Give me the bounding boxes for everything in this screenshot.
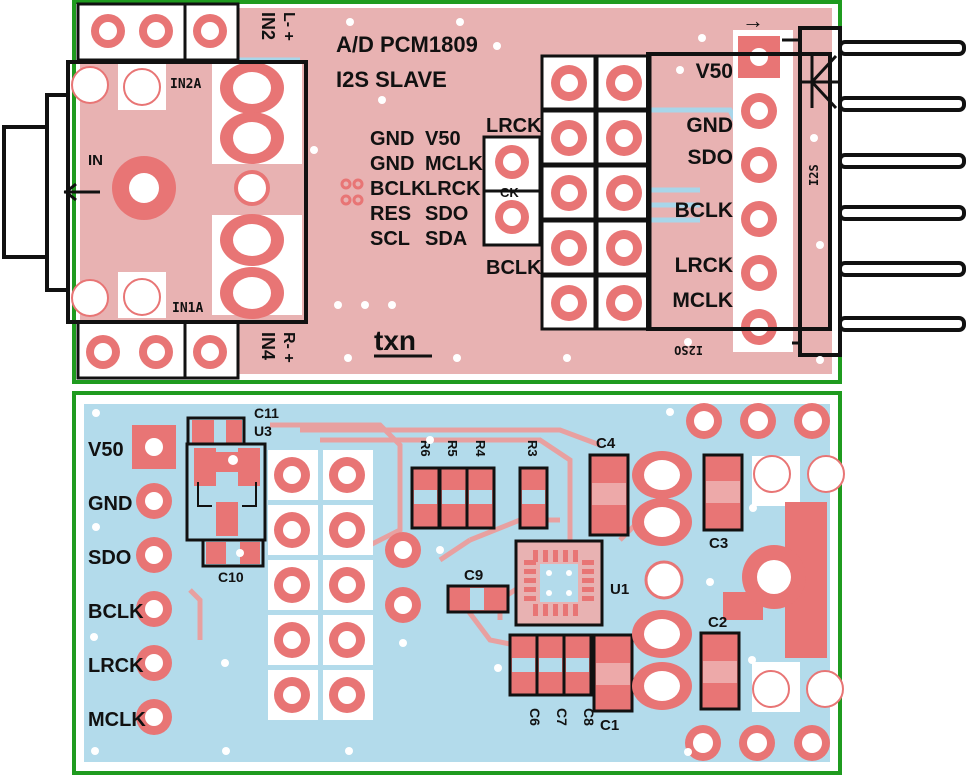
pin-map-right-label: LRCK xyxy=(425,178,481,200)
pin-map-right-label: SDO xyxy=(425,203,468,225)
i2s-pin-label: SDO xyxy=(687,146,733,169)
in1a-label: IN1A xyxy=(172,301,203,316)
board-subtitle: I2S SLAVE xyxy=(336,67,447,92)
c4-capacitor xyxy=(588,453,630,537)
resistors xyxy=(410,466,549,530)
c7-label: C7 xyxy=(554,708,570,726)
bottom-pin-label: SDO xyxy=(88,547,131,569)
c2-label: C2 xyxy=(708,614,727,631)
pad xyxy=(123,68,161,106)
i2s-pin-label: V50 xyxy=(696,60,733,83)
txn-logo: txn xyxy=(374,325,416,356)
header-pins xyxy=(838,40,966,332)
polarity-top-label: L- + xyxy=(280,12,297,41)
u1-label: U1 xyxy=(610,581,629,598)
c3-capacitor xyxy=(702,453,744,532)
connector-ref: I2SO xyxy=(674,343,703,357)
terminal-block-in4 xyxy=(76,320,240,380)
jack-label: IN xyxy=(88,152,103,169)
c11-label: C11 xyxy=(254,405,279,421)
ck-header-top-label: LRCK xyxy=(486,115,542,137)
pad xyxy=(234,170,270,206)
pad xyxy=(71,66,109,104)
pin-map-right-label: V50 xyxy=(425,128,461,150)
bottom-pin-label: MCLK xyxy=(88,709,146,731)
board-title: A/D PCM1809 xyxy=(336,32,478,57)
i2s-pin-label: GND xyxy=(686,114,733,137)
header-pin xyxy=(838,153,966,169)
r6-label: R6 xyxy=(418,440,433,457)
bottom-pin-label: LRCK xyxy=(88,655,144,677)
ck-header xyxy=(482,135,542,247)
header-pin xyxy=(838,96,966,112)
header-pin xyxy=(838,205,966,221)
i2s-connector xyxy=(646,26,966,357)
bottom-pad-grid xyxy=(268,450,421,720)
capacitors-c6-c8 xyxy=(508,633,593,697)
bottom-pin-header xyxy=(132,425,176,735)
in4-label: IN4 xyxy=(258,332,278,360)
test-points xyxy=(340,178,364,206)
c8-label: C8 xyxy=(581,708,597,726)
right-pads xyxy=(632,403,845,761)
vias-bottom xyxy=(90,408,757,756)
bottom-pin-label: V50 xyxy=(88,439,124,461)
c9-label: C9 xyxy=(464,567,483,584)
pad xyxy=(123,278,161,316)
pin-map-right-label: MCLK xyxy=(425,153,483,175)
c3-label: C3 xyxy=(709,535,728,552)
c1-capacitor xyxy=(592,633,634,713)
c1-label: C1 xyxy=(600,717,619,734)
terminal-block-in2 xyxy=(76,2,240,62)
jumper-header-grid xyxy=(540,54,652,331)
pin-map-left-label: GND xyxy=(370,128,414,150)
pin-map-left-label: GND xyxy=(370,153,414,175)
in2a-label: IN2A xyxy=(170,77,201,92)
u3-label: U3 xyxy=(254,423,272,439)
pin1-arrow: → xyxy=(742,8,764,33)
pin-map-left-label: BCLK xyxy=(370,178,426,200)
c9-capacitor xyxy=(446,584,510,614)
top-board: IN2 L- + IN4 R- + xyxy=(2,0,966,384)
c4-label: C4 xyxy=(596,435,616,452)
i2s-pin-label: LRCK xyxy=(675,254,733,277)
u1-adc-chip xyxy=(514,539,604,627)
ck-header-mid-label: CK xyxy=(500,185,519,200)
pin-map-left-label: SCL xyxy=(370,228,410,250)
polarity-bottom-label: R- + xyxy=(280,332,297,363)
u3-regulator xyxy=(185,416,267,568)
header-pin xyxy=(838,40,966,56)
header-pin xyxy=(838,316,966,332)
c2-capacitor xyxy=(699,631,741,711)
header-pin xyxy=(838,261,966,277)
bottom-pin-label: BCLK xyxy=(88,601,144,623)
c10-label: C10 xyxy=(218,569,244,585)
i2s-pin-label: MCLK xyxy=(672,289,733,312)
pin-map-right-label: SDA xyxy=(425,228,467,250)
vias-top xyxy=(310,18,824,364)
c6-label: C6 xyxy=(527,708,543,726)
bottom-pin-label: GND xyxy=(88,493,132,515)
pin-map-left-label: RES xyxy=(370,203,411,225)
r4-label: R4 xyxy=(473,440,488,457)
r5-label: R5 xyxy=(445,440,460,457)
connector-label: I2S xyxy=(807,164,821,186)
pad xyxy=(71,279,109,317)
i2s-pin-label: BCLK xyxy=(675,199,733,222)
ck-header-bottom-label: BCLK xyxy=(486,257,542,279)
in2-label: IN2 xyxy=(258,12,278,40)
audio-jack xyxy=(2,60,308,324)
r3-label: R3 xyxy=(525,440,540,457)
